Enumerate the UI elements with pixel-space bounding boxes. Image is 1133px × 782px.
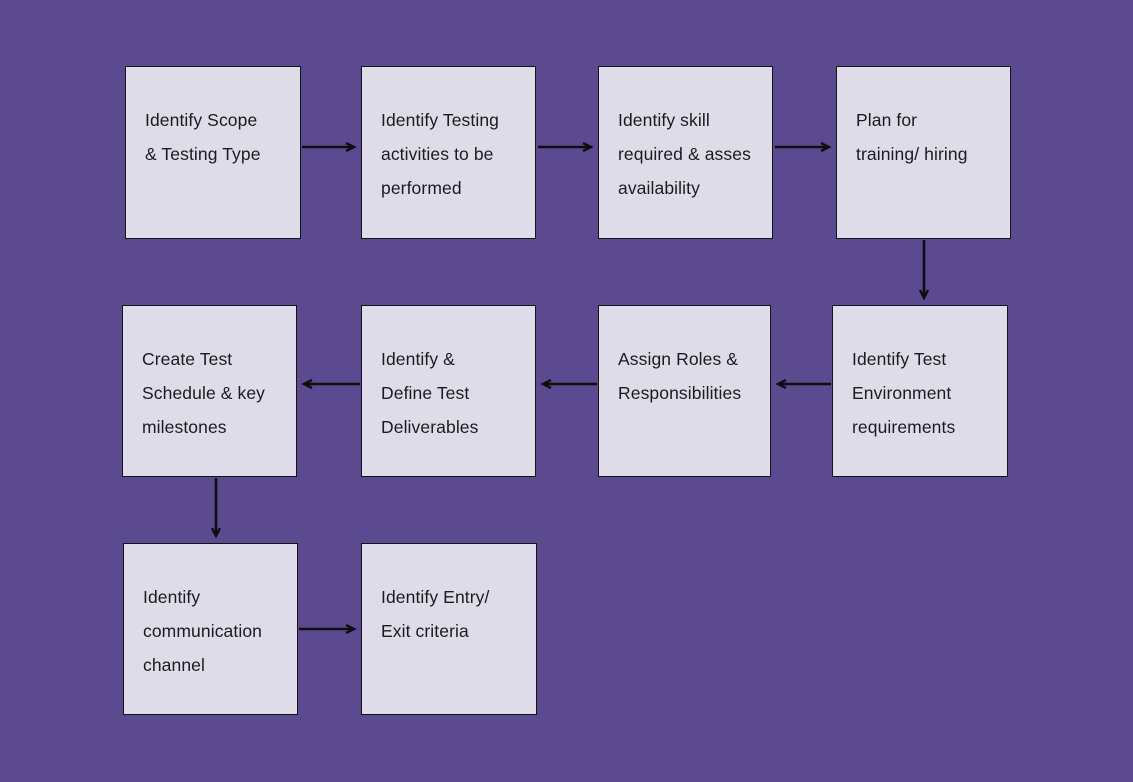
flow-box-plan-training: Plan for training/ hiring	[836, 66, 1011, 239]
flow-box-identify-communication: Identify communication channel	[123, 543, 298, 715]
flow-box-identify-entry-exit: Identify Entry/ Exit criteria	[361, 543, 537, 715]
flow-box-identify-activities: Identify Testing activities to be perfor…	[361, 66, 536, 239]
flow-box-create-schedule: Create Test Schedule & key milestones	[122, 305, 297, 477]
flow-box-define-deliverables: Identify & Define Test Deliverables	[361, 305, 536, 477]
flow-box-identify-scope: Identify Scope & Testing Type	[125, 66, 301, 239]
flow-box-identify-skill: Identify skill required & asses availabi…	[598, 66, 773, 239]
flow-box-identify-environment: Identify Test Environment requirements	[832, 305, 1008, 477]
flow-box-assign-roles: Assign Roles & Responsibilities	[598, 305, 771, 477]
